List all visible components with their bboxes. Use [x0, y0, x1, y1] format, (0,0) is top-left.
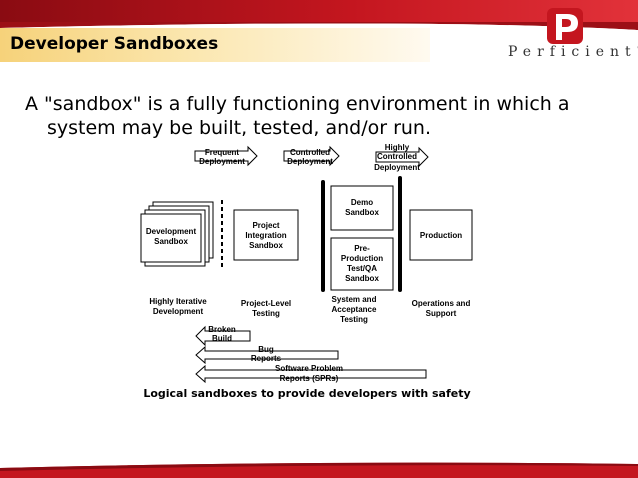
development-sandbox-box: Development Sandbox	[140, 201, 214, 267]
svg-text:Deployment: Deployment	[199, 157, 245, 166]
svg-text:Support: Support	[426, 309, 457, 318]
svg-text:Controlled: Controlled	[290, 148, 330, 157]
svg-text:Project: Project	[252, 221, 279, 230]
header-red-bar	[0, 0, 638, 22]
svg-text:Bug: Bug	[258, 345, 274, 354]
svg-text:Sandbox: Sandbox	[345, 208, 379, 217]
svg-text:Build: Build	[212, 334, 232, 343]
svg-text:Frequent: Frequent	[205, 148, 240, 157]
software-problem-reports-arrow: Software Problem Reports (SPRs)	[195, 364, 427, 384]
label-operations-support: Operations and Support	[412, 299, 471, 318]
body-text: A "sandbox" is a fully functioning envir…	[25, 92, 615, 140]
svg-text:System and: System and	[332, 295, 377, 304]
broken-build-arrow: Broken Build	[195, 325, 251, 347]
svg-text:Reports (SPRs): Reports (SPRs)	[280, 374, 339, 383]
svg-text:Project-Level: Project-Level	[241, 299, 291, 308]
svg-text:Production: Production	[420, 231, 462, 240]
svg-text:Sandbox: Sandbox	[249, 241, 283, 250]
production-box: Production	[409, 209, 473, 261]
svg-text:Highly: Highly	[385, 143, 410, 152]
svg-text:Reports: Reports	[251, 354, 282, 363]
svg-text:Test/QA: Test/QA	[347, 264, 377, 273]
svg-text:Testing: Testing	[252, 309, 280, 318]
svg-text:Deployment: Deployment	[374, 163, 420, 172]
label-highly-iterative: Highly Iterative Development	[149, 297, 207, 316]
svg-text:Sandbox: Sandbox	[345, 274, 379, 283]
svg-text:Production: Production	[341, 254, 383, 263]
perficient-logo-text: Perficient®	[508, 44, 638, 60]
svg-text:Software Problem: Software Problem	[275, 364, 343, 373]
svg-text:Testing: Testing	[340, 315, 368, 324]
svg-text:Pre-: Pre-	[354, 244, 370, 253]
project-integration-sandbox-box: Project Integration Sandbox	[233, 209, 299, 261]
divider-bar-left	[321, 180, 325, 292]
svg-text:Operations and: Operations and	[412, 299, 471, 308]
diagram-caption: Logical sandboxes to provide developers …	[143, 387, 470, 400]
perficient-logo-icon	[547, 8, 583, 44]
preproduction-sandbox-box: Pre- Production Test/QA Sandbox	[330, 237, 394, 291]
controlled-deployment-arrow: Controlled Deployment	[283, 145, 340, 167]
svg-text:Development: Development	[146, 227, 197, 236]
label-system-acceptance: System and Acceptance Testing	[332, 295, 377, 324]
body-line-2: system may be built, tested, and/or run.	[47, 117, 432, 139]
svg-text:Acceptance: Acceptance	[332, 305, 377, 314]
sandbox-diagram: Frequent Deployment Controlled Deploymen…	[140, 143, 473, 400]
footer-swoosh	[0, 462, 638, 478]
svg-text:Sandbox: Sandbox	[154, 237, 188, 246]
slide-title: Developer Sandboxes	[10, 34, 219, 54]
svg-text:Demo: Demo	[351, 198, 373, 207]
title-band	[0, 28, 430, 62]
frequent-deployment-arrow: Frequent Deployment	[194, 145, 258, 167]
highly-controlled-deployment-arrow: Highly Controlled Deployment	[374, 143, 429, 172]
svg-text:Deployment: Deployment	[287, 157, 333, 166]
label-project-level: Project-Level Testing	[241, 299, 291, 318]
bug-reports-arrow: Bug Reports	[195, 345, 339, 365]
body-line-1: A "sandbox" is a fully functioning envir…	[25, 93, 570, 115]
demo-sandbox-box: Demo Sandbox	[330, 185, 394, 231]
divider-bar-right	[398, 176, 402, 292]
svg-text:Broken: Broken	[208, 325, 236, 334]
svg-text:Controlled: Controlled	[377, 152, 417, 161]
svg-text:Development: Development	[153, 307, 204, 316]
svg-text:Integration: Integration	[245, 231, 286, 240]
svg-text:Highly Iterative: Highly Iterative	[149, 297, 207, 306]
